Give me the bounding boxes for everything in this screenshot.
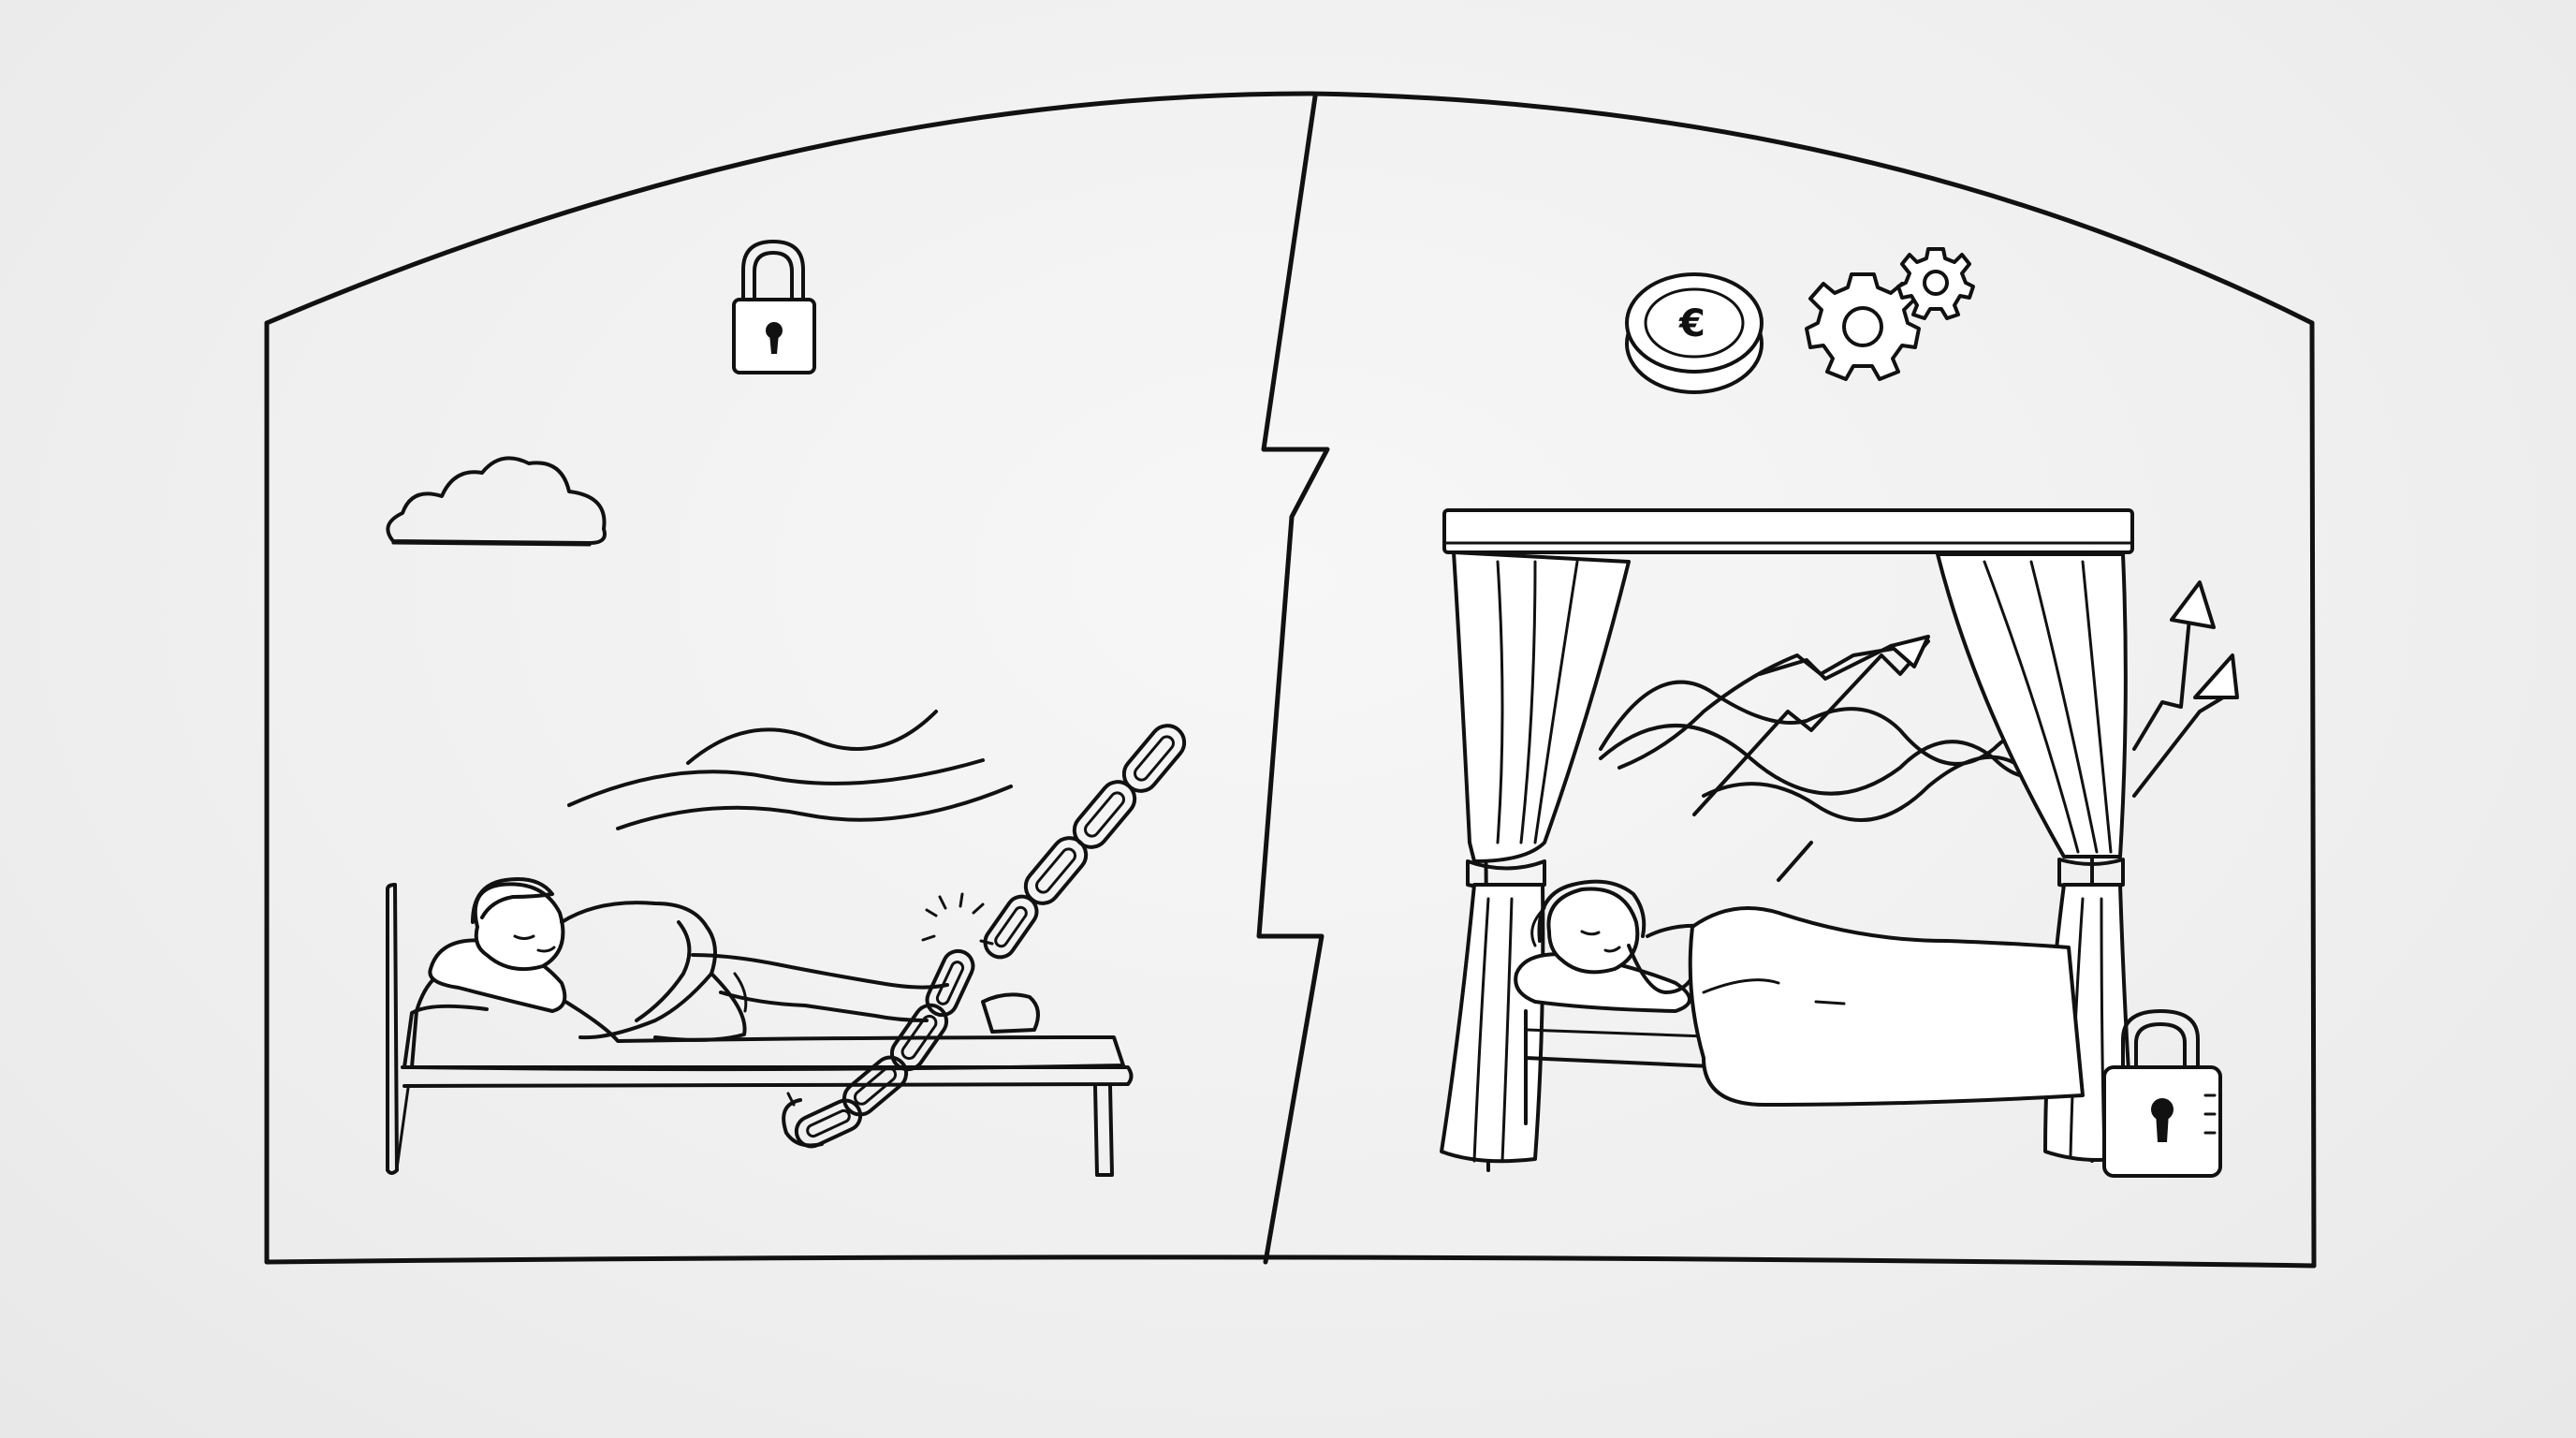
euro-coin-icon: € [1625,272,1764,394]
blanket-line [1814,1000,1846,1005]
simple-bed [386,883,1134,1177]
wind-lines [567,710,1013,830]
blanket-fold [1702,978,1780,994]
padlock-icon-right [2102,1009,2222,1178]
zigzag-divider [1256,94,1330,1265]
cloud-icon [386,456,607,547]
blanket [1688,906,2085,1107]
canopy-bed [1440,508,2136,1172]
house-frame [264,91,2317,1269]
broken-chain-icon [782,724,1187,1149]
padlock-icon [732,240,816,374]
sleeping-woman [1530,879,1715,994]
gears-icon [1805,247,1975,381]
euro-symbol: € [1678,302,1705,345]
trend-arrows-icon [1599,580,2239,882]
sleeping-man [471,877,1040,1042]
